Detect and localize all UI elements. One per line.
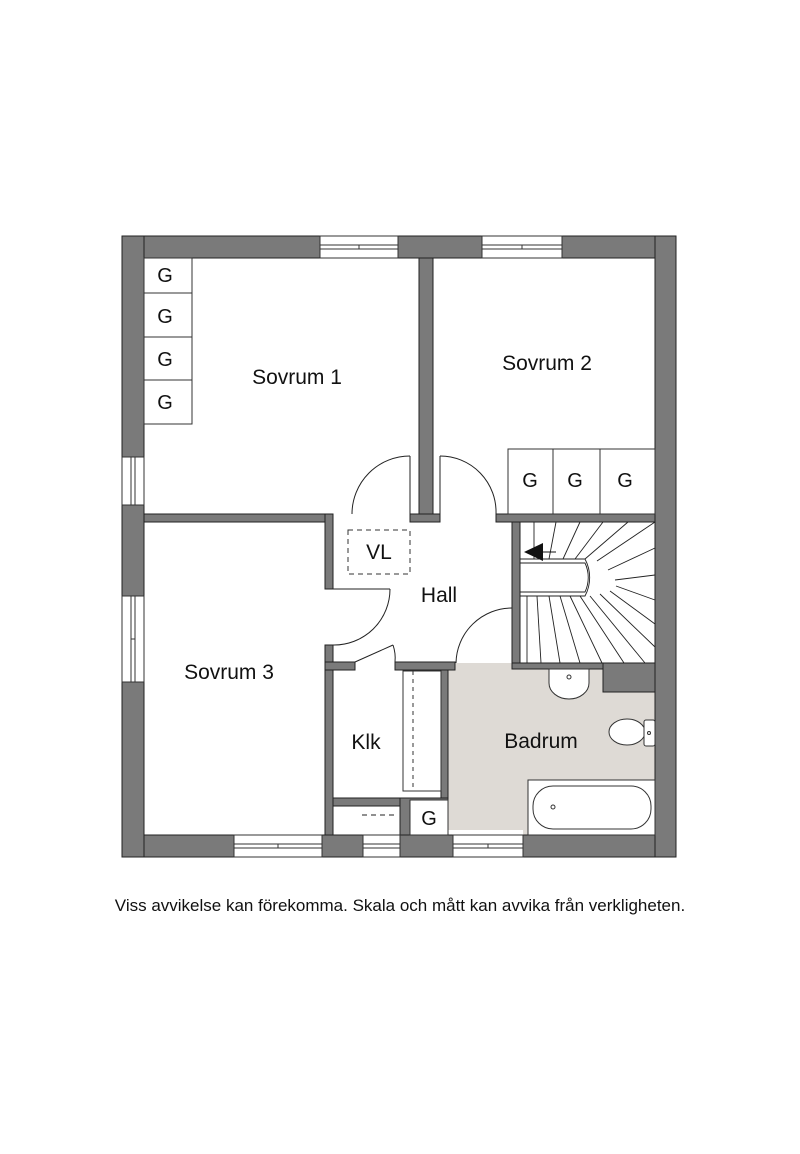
toilet bbox=[608, 718, 656, 747]
doors bbox=[332, 455, 513, 816]
door-sovrum3 bbox=[332, 588, 391, 646]
wardrobes-sovrum1 bbox=[143, 257, 193, 425]
wardrobe-label: G bbox=[157, 392, 173, 414]
window-top-right bbox=[481, 235, 563, 259]
room-label-sovrum1: Sovrum 1 bbox=[252, 366, 342, 389]
door-badrum bbox=[455, 607, 513, 664]
room-label-sovrum3: Sovrum 3 bbox=[184, 661, 274, 684]
stair-direction-arrow-icon bbox=[524, 543, 543, 561]
wardrobe-label: G bbox=[157, 306, 173, 328]
vl-box bbox=[347, 529, 411, 575]
window-top-left bbox=[319, 235, 399, 259]
window-bottom-bathroom bbox=[452, 834, 524, 858]
window-bottom-left bbox=[233, 834, 323, 858]
room-label-hall: Hall bbox=[421, 584, 457, 607]
room-label-badrum: Badrum bbox=[504, 730, 578, 753]
vl-label: VL bbox=[366, 541, 392, 564]
wardrobes-sovrum2 bbox=[507, 448, 656, 515]
wardrobe-label: G bbox=[157, 265, 173, 287]
closet-opening bbox=[362, 805, 398, 816]
bathtub bbox=[527, 779, 656, 836]
door-klk bbox=[354, 644, 396, 663]
sink bbox=[548, 668, 590, 700]
wardrobe-label: G bbox=[157, 349, 173, 371]
room-label-sovrum2: Sovrum 2 bbox=[502, 352, 592, 375]
staircase bbox=[520, 521, 656, 664]
wardrobe-label: G bbox=[617, 470, 633, 492]
window-left-upper bbox=[121, 456, 145, 506]
windows bbox=[121, 235, 563, 858]
wardrobe-hall bbox=[409, 799, 449, 836]
wardrobe-label: G bbox=[522, 470, 538, 492]
wardrobe-label: G bbox=[567, 470, 583, 492]
room-label-klk: Klk bbox=[351, 731, 381, 754]
window-left-lower bbox=[121, 595, 145, 683]
closet-shelf bbox=[402, 670, 442, 792]
door-sovrum2 bbox=[439, 455, 497, 515]
window-bottom-closet bbox=[362, 834, 401, 858]
door-sovrum1 bbox=[351, 455, 411, 515]
disclaimer-text: Viss avvikelse kan förekomma. Skala och … bbox=[114, 896, 686, 915]
wardrobe-label: G bbox=[421, 808, 437, 830]
